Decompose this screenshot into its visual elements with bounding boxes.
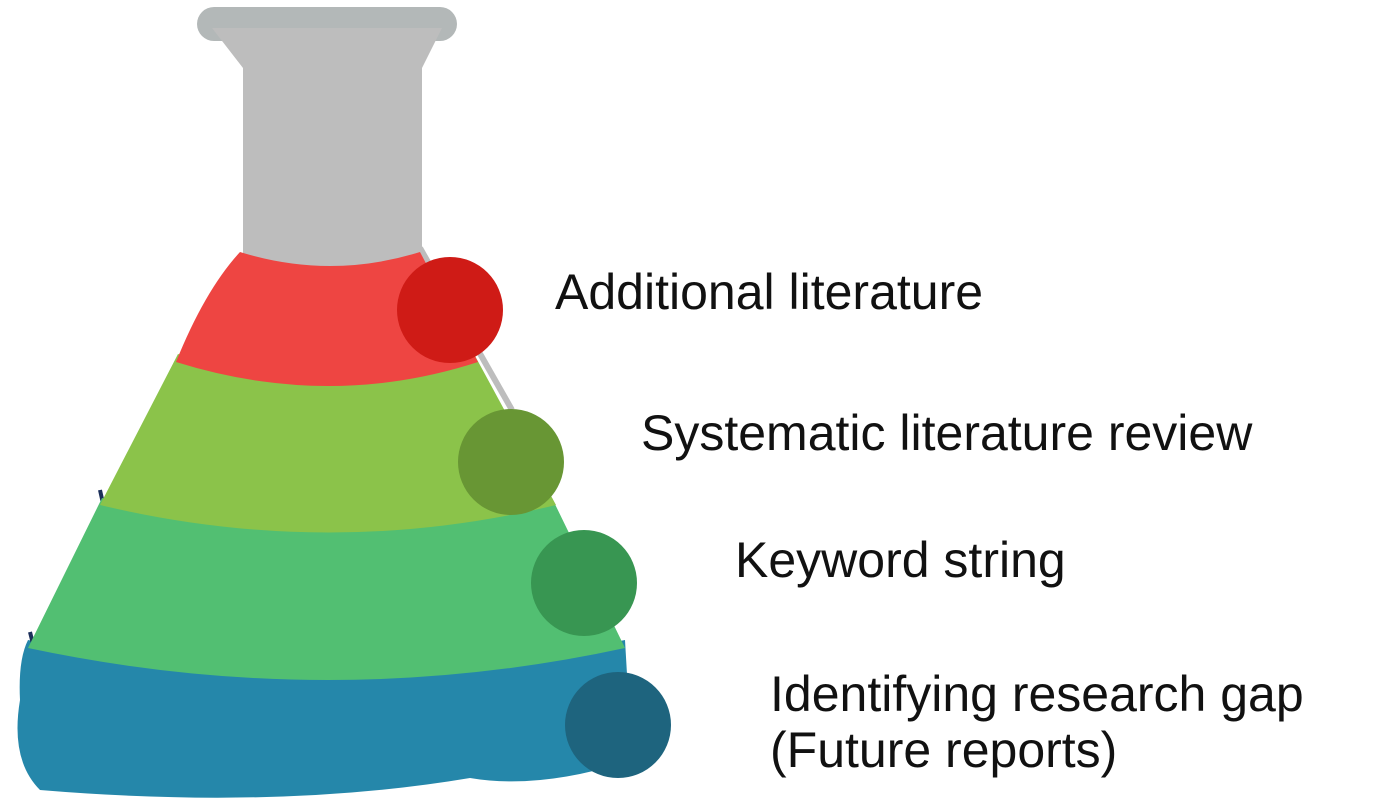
marker-dot-2	[458, 409, 564, 515]
label-line: Keyword string	[735, 532, 1066, 588]
label-line-secondary: (Future reports)	[770, 722, 1118, 778]
label-line: Systematic literature review	[641, 405, 1253, 461]
band-keyword-string	[28, 498, 625, 680]
label-systematic-literature-review: Systematic literature review	[641, 405, 1252, 461]
label-line: Additional literature	[555, 264, 984, 320]
label-additional-literature: Additional literature	[555, 264, 983, 320]
marker-dot-4	[565, 672, 671, 778]
marker-dot-3	[531, 530, 637, 636]
flask-neck	[212, 28, 442, 272]
band-identifying-research-gap	[17, 640, 632, 798]
band-systematic-literature-review	[100, 354, 556, 533]
band-additional-literature	[176, 252, 478, 386]
label-keyword-string: Keyword string	[735, 532, 1066, 588]
label-identifying-research-gap: Identifying research gap (Future reports…	[770, 666, 1304, 778]
marker-dot-1	[397, 257, 503, 363]
label-line: Identifying research gap	[770, 666, 1304, 722]
